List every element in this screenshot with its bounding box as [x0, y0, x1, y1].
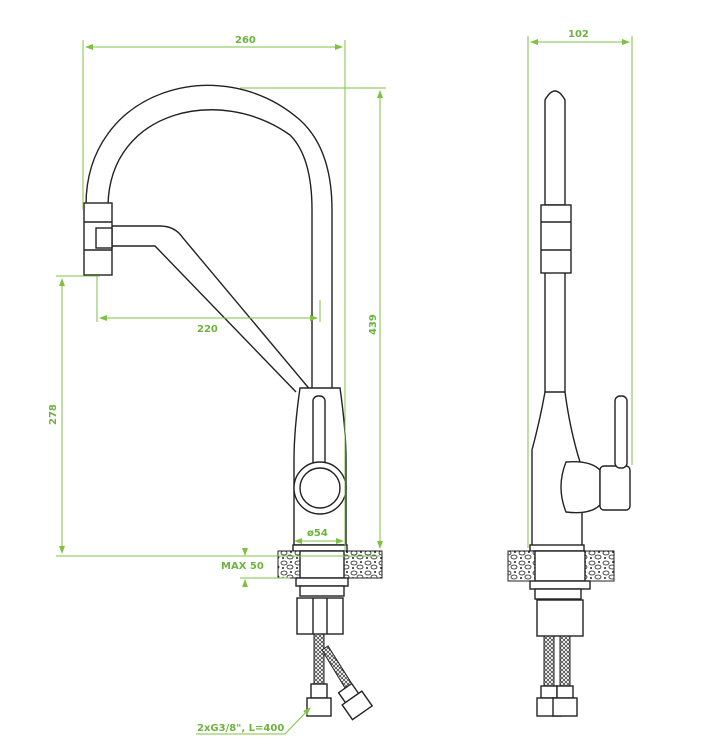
- spout-inner: [107, 109, 313, 388]
- dim-side-width: 102: [568, 29, 589, 40]
- hose: [321, 645, 353, 689]
- spout-outer: [85, 84, 333, 388]
- pullout-arm-bottom: [112, 245, 297, 393]
- side-view: [507, 90, 631, 717]
- dim-max-countertop: MAX 50: [221, 561, 264, 572]
- dim-base-diameter: ø54: [307, 528, 328, 539]
- mounting-nut: [296, 597, 344, 635]
- dim-overall-width: 260: [235, 35, 256, 46]
- lever-handle: [312, 395, 326, 473]
- side-handle: [599, 465, 631, 511]
- hose-nut: [306, 697, 332, 717]
- side-spray-head: [540, 204, 572, 274]
- hose-spec: 2xG3/8", L=400: [197, 723, 284, 734]
- side-spout-top: [544, 90, 566, 206]
- hose: [313, 633, 325, 685]
- dim-overall-height: 439: [368, 314, 379, 335]
- hose-nut: [341, 690, 374, 721]
- dim-spout-height: 278: [48, 404, 59, 425]
- front-view: [83, 84, 383, 721]
- side-lever: [614, 395, 628, 469]
- cartridge-cap: [293, 461, 347, 515]
- dim-spout-reach: 220: [197, 324, 218, 335]
- pullout-arm-top: [112, 225, 313, 393]
- dimensions: 260 439 278 220 ø54 MAX 50 102 2xG3/8", …: [48, 29, 633, 735]
